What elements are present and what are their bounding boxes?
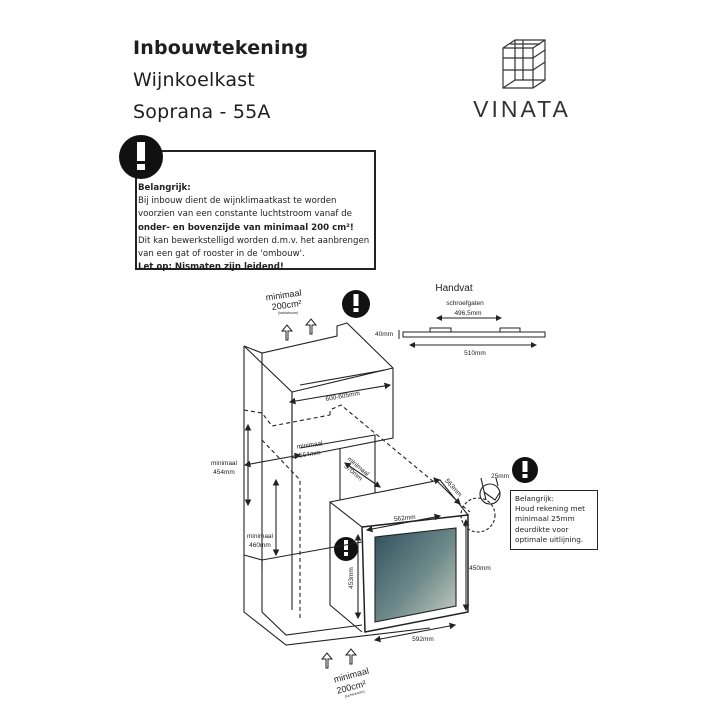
- appliance-width: 562mm: [394, 514, 416, 523]
- warning-footer: Let op: Nismaten zijn leidend!: [138, 262, 284, 273]
- door-note-line: Houd rekening met: [515, 504, 585, 514]
- door-note-heading: Belangrijk:: [515, 494, 554, 503]
- handle-height: 40mm: [375, 331, 393, 338]
- warning-exclamation-icon: [119, 135, 163, 179]
- door-exclamation-icon: [512, 457, 538, 483]
- warning-line: Dit kan bewerkstelligd worden d.m.v. het…: [138, 235, 370, 246]
- min-width-label: minimaal: [296, 440, 323, 451]
- arrow-up-icon: [320, 652, 334, 669]
- min-height-upper: 454mm: [213, 469, 235, 476]
- top-exclamation-icon: [342, 290, 370, 318]
- appliance-height: 453mm: [348, 567, 355, 589]
- handle-title: Handvat: [435, 283, 472, 294]
- arrow-up-icon: [304, 318, 318, 335]
- min-height-upper-label: minimaal: [211, 460, 238, 467]
- product-type: Wijnkoelkast: [133, 69, 255, 91]
- min-height-lower-label: minimaal: [247, 533, 274, 540]
- screw-distance: 496,5mm: [454, 310, 481, 317]
- cabinet-drawing: [243, 322, 501, 646]
- airflow-top-value: 200cm²: [271, 298, 302, 312]
- handle-diagram: Handvat schroefgaten 496,5mm 40mm 510mm: [375, 283, 546, 357]
- airflow-top: minimaal 200cm² (luchtstroom): [265, 288, 318, 341]
- logo-text: VINATA: [473, 96, 571, 122]
- door-thickness: 25mm: [491, 473, 509, 480]
- warning-heading: Belangrijk:: [138, 183, 191, 193]
- airflow-bottom: minimaal 200cm² (luchtstroom): [320, 648, 370, 699]
- front-height: 450mm: [469, 565, 491, 572]
- door-note-line: optimale uitlijning.: [515, 534, 584, 544]
- warning-box: [135, 150, 376, 270]
- door-note-line: deurdikte voor: [515, 524, 569, 534]
- vinata-logo: VINATA: [473, 39, 571, 122]
- niche-width: 600-605mm: [325, 390, 360, 403]
- airflow-top-label: minimaal: [265, 288, 302, 303]
- airflow-bottom-note: (luchtstroom): [344, 689, 365, 698]
- handle-length: 510mm: [464, 350, 486, 357]
- warning-line: voorzien van een constante luchtstroom v…: [138, 209, 352, 220]
- door-note-box: Belangrijk: Houd rekening met minimaal 2…: [510, 490, 598, 550]
- arrow-up-icon: [280, 324, 294, 341]
- glass-door: [374, 527, 457, 623]
- warning-line: van een gat of rooster in de 'ombouw'.: [138, 249, 305, 260]
- screw-holes-label: schroefgaten: [446, 300, 484, 307]
- warning-text: Belangrijk: Bij inbouw dient de wijnklim…: [138, 182, 378, 274]
- arrow-up-icon: [344, 648, 358, 665]
- front-width: 592mm: [412, 636, 434, 643]
- page-title: Inbouwtekening: [133, 37, 309, 59]
- airflow-top-note: (luchtstroom): [278, 311, 298, 315]
- door-note-line: minimaal 25mm: [515, 514, 575, 524]
- side-exclamation-icon: [334, 537, 358, 561]
- warning-line: Bij inbouw dient de wijnklimaatkast te w…: [138, 196, 337, 207]
- model-name: Soprana - 55A: [133, 101, 271, 123]
- min-width: 564mm: [299, 450, 321, 460]
- min-height-lower: 460mm: [249, 542, 271, 549]
- warning-line: onder- en bovenzijde van minimaal 200 cm…: [138, 222, 354, 233]
